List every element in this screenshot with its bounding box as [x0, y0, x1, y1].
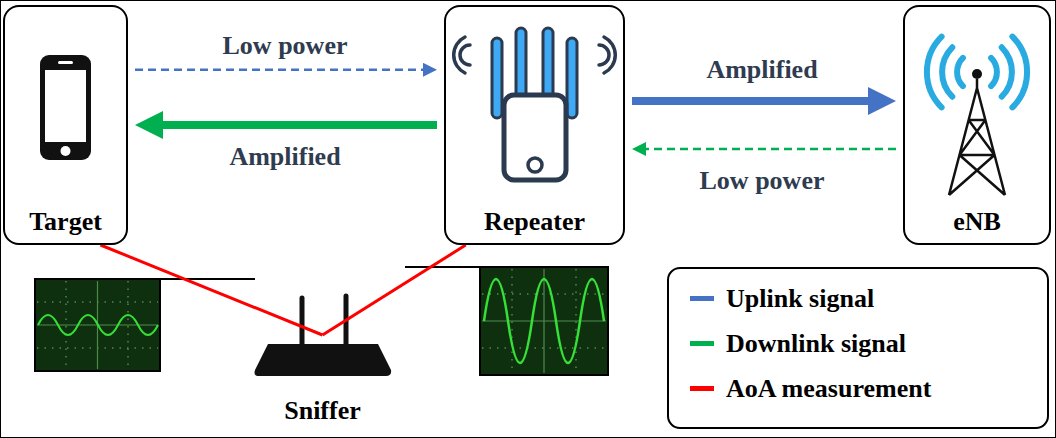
legend-label: Uplink signal — [726, 284, 874, 314]
device-box: Target — [3, 5, 128, 245]
scope-axis — [37, 281, 158, 369]
node-label: Repeater — [484, 207, 585, 237]
signal-label: Low power — [697, 166, 828, 196]
antenna — [516, 28, 526, 98]
legend-box — [668, 268, 1048, 428]
scope-screen — [35, 279, 160, 371]
scope-grid — [37, 281, 158, 369]
weak-signal-wave — [38, 315, 158, 335]
strong-signal-wave — [484, 279, 604, 363]
signal-label: Amplified — [703, 55, 820, 85]
legend-label: Downlink signal — [726, 329, 906, 359]
wifi-waves — [599, 37, 615, 73]
signal-arrow — [643, 148, 896, 151]
phone-speaker — [58, 61, 73, 64]
phone-button — [61, 146, 71, 156]
radio-waves — [927, 37, 963, 108]
phone-screen — [45, 70, 86, 142]
node-label: eNB — [953, 207, 1001, 237]
device-box: eNB — [903, 5, 1051, 245]
signal-arrow — [632, 97, 874, 105]
signal-label: Low power — [220, 31, 351, 61]
legend-swatch — [690, 341, 714, 346]
legend-label: AoA measurement — [726, 374, 931, 404]
legend-entry: Downlink signal — [690, 321, 931, 366]
tower-top — [972, 69, 982, 79]
legend-entry: AoA measurement — [690, 366, 931, 411]
scope-grid — [482, 269, 606, 373]
wifi-waves — [454, 37, 470, 73]
device-box: Repeater — [444, 5, 625, 245]
sniffer-device: Sniffer — [255, 335, 390, 430]
scope-screen — [480, 267, 608, 375]
signal-arrow — [135, 69, 426, 72]
antenna — [492, 38, 502, 118]
phone-icon — [40, 55, 91, 160]
legend-swatch — [690, 386, 714, 391]
node-label: Target — [29, 207, 102, 237]
scope-axis — [482, 269, 606, 373]
sniffer-icon — [255, 344, 392, 376]
leader-line — [405, 266, 480, 268]
antenna — [543, 28, 553, 98]
legend-swatch — [690, 296, 714, 301]
signal-label: Amplified — [226, 142, 343, 172]
leader-line — [160, 278, 255, 280]
aoa-line — [323, 245, 466, 335]
antenna — [300, 298, 305, 348]
legend: Uplink signalDownlink signalAoA measurem… — [690, 276, 931, 411]
node-label: Sniffer — [284, 396, 361, 426]
tower-lattice — [949, 79, 1005, 195]
repeater-button — [528, 158, 542, 172]
signal-arrow — [157, 121, 437, 129]
legend-entry: Uplink signal — [690, 276, 931, 321]
aoa-line — [101, 245, 323, 335]
radio-waves — [991, 37, 1027, 108]
repeater-body — [504, 95, 566, 180]
